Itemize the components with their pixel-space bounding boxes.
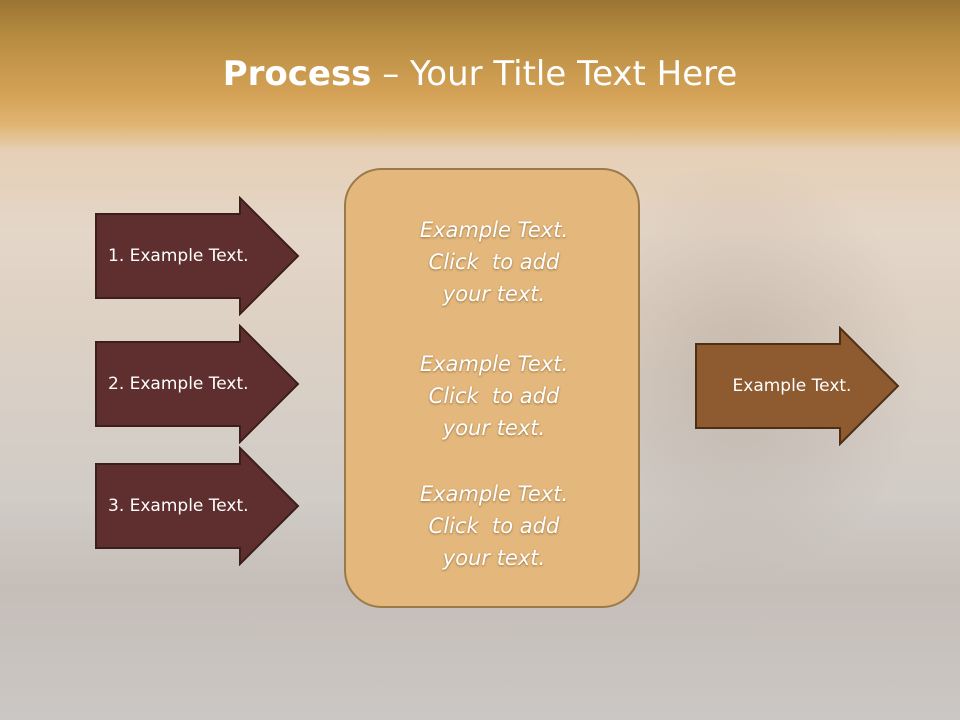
- center-text-block-3[interactable]: Example Text. Click to add your text.: [419, 482, 569, 570]
- result-arrow-shape: [695, 326, 900, 446]
- title-bold: Process: [222, 54, 372, 94]
- arrow-shape-1: [95, 196, 300, 316]
- center-text-block-2[interactable]: Example Text. Click to add your text.: [419, 352, 569, 440]
- title-rest: – Your Title Text Here: [371, 54, 738, 94]
- arrow-shape-2: [95, 324, 300, 444]
- center-text-block-1[interactable]: Example Text. Click to add your text.: [419, 218, 569, 306]
- center-text-box[interactable]: Example Text. Click to add your text. Ex…: [344, 168, 640, 608]
- arrow-shape-3: [95, 446, 300, 566]
- arrow-label-2: 2. Example Text.: [108, 374, 249, 394]
- slide-title[interactable]: Process – Your Title Text Here: [0, 52, 960, 96]
- arrow-label-3: 3. Example Text.: [108, 496, 249, 516]
- result-arrow[interactable]: Example Text.: [694, 326, 900, 446]
- process-arrow-1[interactable]: 1. Example Text.: [94, 196, 300, 316]
- result-arrow-label: Example Text.: [732, 376, 852, 396]
- arrow-label-1: 1. Example Text.: [108, 246, 249, 266]
- process-arrow-3[interactable]: 3. Example Text.: [94, 446, 300, 566]
- process-arrow-2[interactable]: 2. Example Text.: [94, 324, 300, 444]
